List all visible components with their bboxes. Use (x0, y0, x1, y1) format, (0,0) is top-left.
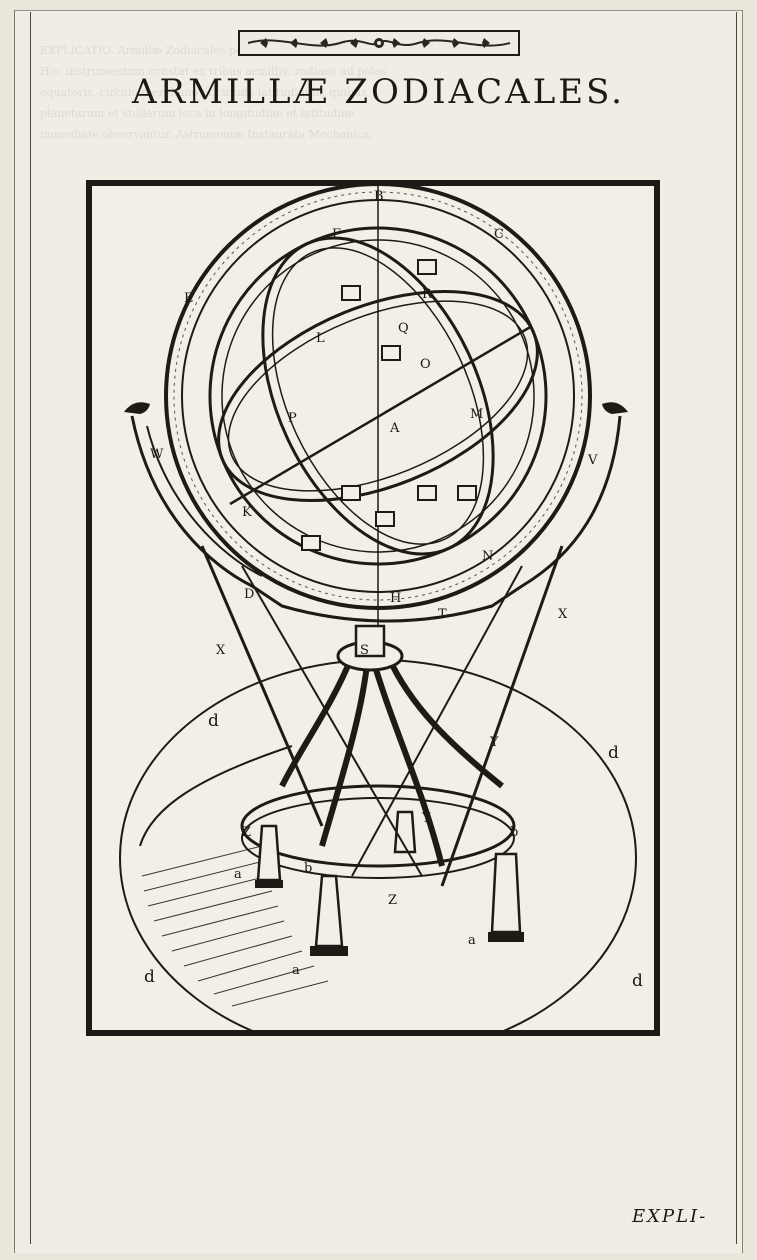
label-Y: Y (489, 735, 499, 750)
label-Q: Q (398, 321, 409, 336)
label-O: O (420, 357, 431, 372)
label-P: P (288, 411, 297, 426)
right-margin-rule (736, 12, 737, 1244)
label-R: R (422, 287, 433, 302)
label-Z: Z (388, 893, 397, 908)
label-M: M (470, 407, 483, 422)
label-K: K (242, 505, 252, 520)
label-W: W (150, 447, 164, 462)
page-title: ARMILLÆ ZODIACALES. (132, 72, 625, 112)
label-V: V (587, 453, 598, 468)
label-S: S (360, 643, 369, 658)
headpiece-ornament (238, 30, 520, 56)
armillary-woodcut: B C E F R L Q O A M P K N D H T S X X W … (119, 186, 643, 1030)
label-D: D (244, 587, 254, 602)
label-d: d (632, 971, 643, 991)
label-H: H (390, 591, 401, 606)
label-A: A (389, 421, 400, 436)
label-F: F (332, 227, 341, 242)
figure-labels: B C E F R L Q O A M P K N D H T S X X W … (144, 189, 643, 991)
label-d: d (608, 743, 619, 763)
label-b: b (304, 861, 312, 876)
label-X: X (558, 607, 568, 622)
woodcut-frame: B C E F R L Q O A M P K N D H T S X X W … (86, 180, 660, 1036)
label-T: T (438, 607, 447, 622)
label-d: d (208, 711, 219, 731)
label-B: B (374, 189, 384, 204)
label-a: a (468, 933, 476, 948)
label-Y: Y (421, 811, 431, 826)
label-E: E (184, 291, 194, 306)
label-b: b (510, 825, 518, 840)
label-a: a (292, 963, 300, 978)
label-C: C (494, 227, 504, 242)
label-a: a (234, 867, 242, 882)
label-X: X (216, 643, 226, 658)
label-N: N (482, 549, 493, 564)
left-margin-rule (30, 12, 31, 1244)
label-L: L (316, 331, 325, 346)
label-Z: Z (242, 825, 251, 840)
catchword: EXPLI- (632, 1206, 708, 1227)
label-d: d (144, 967, 155, 987)
